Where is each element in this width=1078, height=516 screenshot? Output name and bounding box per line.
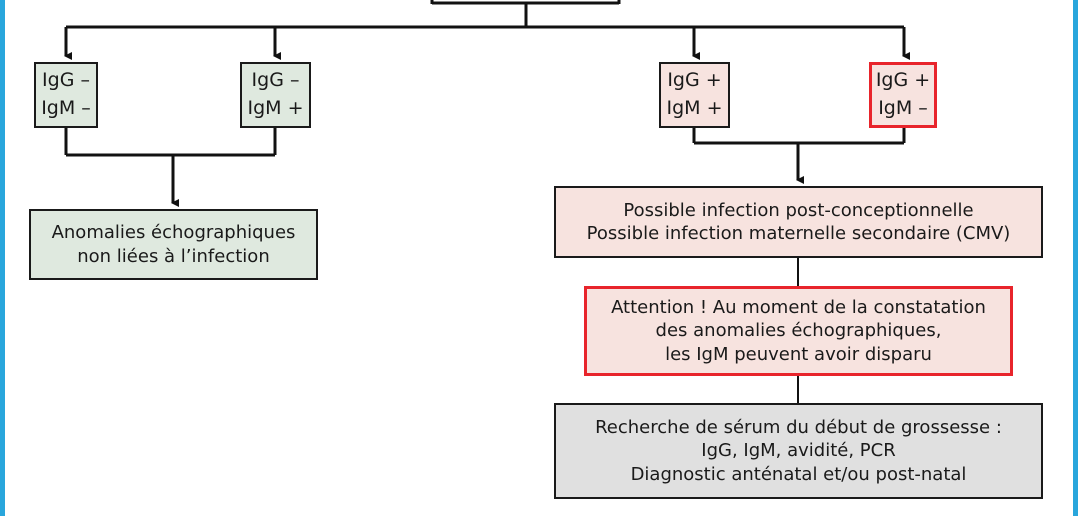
igg-pos-igm-pos-box: IgG + IgM + — [659, 62, 730, 128]
box-line: IgM + — [666, 97, 723, 119]
box-line: Possible infection post-conceptionnelle — [623, 199, 974, 221]
box-line: IgG – — [42, 69, 90, 92]
box-line: Diagnostic anténatal et/ou post-natal — [630, 463, 967, 485]
igg-neg-igm-pos-box: IgG – IgM + — [240, 62, 311, 128]
box-line: IgM + — [247, 97, 304, 119]
box-line: IgG – — [251, 69, 300, 92]
box-line: des anomalies échographiques, — [655, 320, 942, 342]
box-line: IgG + — [667, 69, 722, 92]
box-line: IgG, IgM, avidité, PCR — [701, 440, 896, 462]
box-line: Possible infection maternelle secondaire… — [586, 223, 1011, 244]
box-line: les IgM peuvent avoir disparu — [665, 343, 932, 365]
anomalies-box: Anomalies échographiques non liées à l’i… — [29, 209, 318, 280]
box-line: Recherche de sérum du début de grossesse… — [595, 416, 1002, 438]
recherche-box: Recherche de sérum du début de grossesse… — [554, 403, 1043, 499]
box-line: IgM – — [41, 97, 91, 119]
attention-box: Attention ! Au moment de la constatation… — [584, 286, 1013, 376]
possible-infection-box: Possible infection post-conceptionnelle … — [554, 186, 1043, 258]
box-line: Anomalies échographiques — [51, 222, 296, 244]
igg-neg-igm-neg-box: IgG – IgM – — [34, 62, 98, 128]
box-line: Attention ! Au moment de la constatation — [611, 296, 986, 318]
box-line: IgM – — [878, 97, 928, 119]
igg-pos-igm-neg-box: IgG + IgM – — [869, 62, 937, 128]
box-line: IgG + — [875, 69, 931, 92]
box-line: non liées à l’infection — [77, 245, 270, 267]
